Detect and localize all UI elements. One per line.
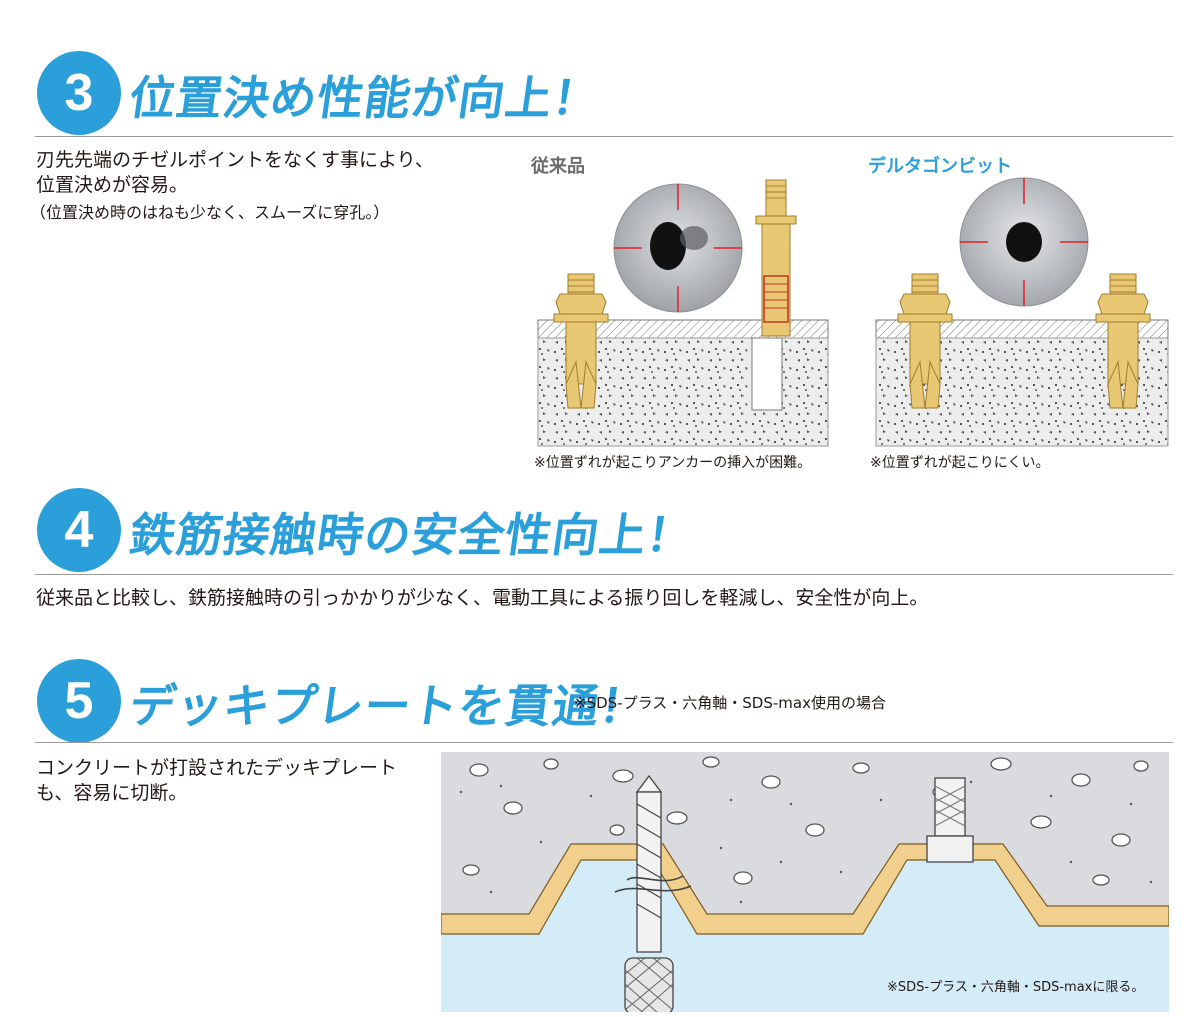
section-5-desc-line-2: も、容易に切断。 xyxy=(36,782,188,804)
anchor-in-slab-icon xyxy=(926,777,974,863)
section-3-number-badge: 3 xyxy=(37,51,121,135)
section-3-desc-line-2: 位置決めが容易。 xyxy=(36,174,189,196)
section-3-description: 刃先先端のチゼルポイントをなくす事により、 位置決めが容易。 xyxy=(36,148,434,198)
aggregate-stones xyxy=(462,756,1149,886)
hole-closeup-delta xyxy=(959,177,1089,307)
section-5-description: コンクリートが打設されたデッキプレート も、容易に切断。 xyxy=(36,756,397,806)
section-3-divider xyxy=(35,136,1173,137)
section-5-desc-line-1: コンクリートが打設されたデッキプレート xyxy=(36,757,398,779)
section-4-divider xyxy=(35,574,1173,575)
section-3-title: 位置決め性能が向上！ xyxy=(125,71,604,125)
delta-gon-bit-illustration xyxy=(875,177,1169,447)
section-5-title: デッキプレートを貫通！ xyxy=(125,679,651,733)
section-4-description: 従来品と比較し、鉄筋接触時の引っかかりが少なく、電動工具による振り回しを軽減し、… xyxy=(36,587,929,609)
section-3-note: （位置決め時のはねも少なく、スムーズに穿孔。） xyxy=(30,203,390,222)
section-4-title: 鉄筋接触時の安全性向上！ xyxy=(125,508,698,562)
section-3-desc-line-1: 刃先先端のチゼルポイントをなくす事により、 xyxy=(36,149,434,171)
caption-delta-gon-bit: ※位置ずれが起こりにくい。 xyxy=(870,455,1050,471)
deck-plate-note: ※SDS-プラス・六角軸・SDS-maxに限る。 xyxy=(887,980,1145,995)
section-5-number: 5 xyxy=(64,672,94,730)
anchor-right-stuck-icon xyxy=(755,179,797,337)
label-delta-gon-bit: デルタゴンビット xyxy=(868,156,1012,177)
conventional-illustration xyxy=(537,179,829,447)
section-4-number-badge: 4 xyxy=(37,488,121,572)
section-4-number: 4 xyxy=(64,501,94,559)
hole-closeup-conventional xyxy=(613,183,743,313)
label-conventional: 従来品 xyxy=(531,156,585,177)
anchor-right-icon xyxy=(1095,273,1151,409)
drill-bit-icon xyxy=(614,774,692,1012)
section-5-subnote: ※SDS-プラス・六角軸・SDS-max使用の場合 xyxy=(574,694,886,712)
caption-conventional: ※位置ずれが起こりアンカーの挿入が困難。 xyxy=(534,455,812,471)
deck-plate-diagram: ※SDS-プラス・六角軸・SDS-maxに限る。 xyxy=(441,752,1169,1012)
section-3-number: 3 xyxy=(64,64,94,122)
anchor-left-icon xyxy=(553,273,609,409)
section-5-number-badge: 5 xyxy=(37,659,121,743)
anchor-left-icon xyxy=(897,273,953,409)
section-5-divider xyxy=(35,742,1173,743)
deck-plate-drawing xyxy=(441,752,1169,1012)
